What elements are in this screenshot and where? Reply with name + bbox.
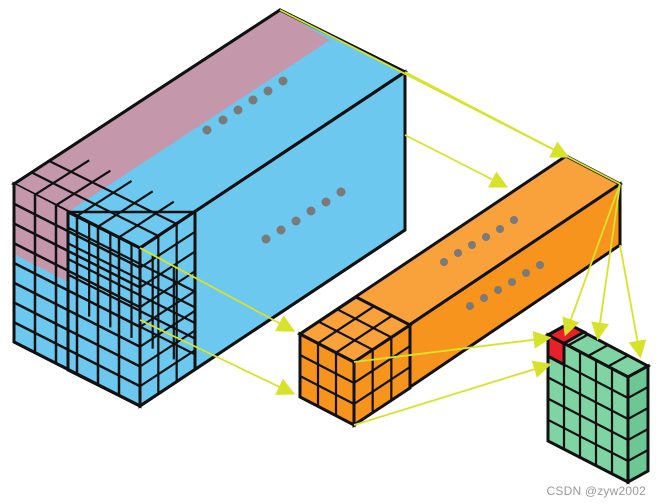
grid-line: [34, 159, 90, 196]
grid-line: [627, 386, 649, 399]
grid-line: [336, 308, 392, 339]
grid-line: [317, 305, 375, 345]
grid-line: [547, 418, 629, 462]
grid-line: [139, 329, 196, 368]
grid-line: [139, 349, 196, 388]
grid-line: [139, 230, 196, 269]
orange-volume: [297, 154, 623, 428]
arrow: [353, 360, 552, 426]
grid-line: [607, 354, 629, 368]
grid-line: [13, 242, 141, 309]
output-feature-map: [544, 322, 652, 485]
grid-line: [13, 301, 141, 368]
grid-line: [13, 202, 141, 269]
grid-line: [547, 397, 629, 441]
grid-line: [31, 171, 159, 237]
grid-line: [13, 321, 141, 388]
grid-line: [587, 344, 609, 357]
grid-line: [627, 449, 649, 462]
large-volume-cube-grid: [31, 159, 197, 409]
grid-line: [118, 200, 175, 239]
large-volume-front-purple: [14, 184, 68, 282]
arrow: [139, 319, 296, 395]
grid-line: [76, 180, 133, 217]
grid-line: [13, 281, 141, 348]
output-front: [546, 332, 630, 485]
grid-line: [139, 309, 196, 348]
orange-volume-cube-grid: [297, 295, 413, 428]
grid-line: [335, 314, 393, 354]
grid-line: [299, 375, 355, 405]
grid-line: [139, 270, 196, 309]
grid-line: [67, 242, 196, 309]
grid-line: [567, 333, 589, 347]
dots-ellipsis-icon: [202, 76, 288, 135]
arrow: [619, 244, 647, 359]
grid-line: [353, 366, 411, 405]
arrow: [404, 134, 509, 188]
large-volume: [11, 8, 408, 409]
grid-line: [139, 290, 196, 328]
grid-line: [67, 258, 196, 324]
grid-line: [55, 169, 111, 207]
grid-line: [547, 376, 629, 420]
projection-arrows: [139, 9, 647, 426]
grid-line: [627, 407, 649, 420]
arrow: [404, 71, 621, 185]
grid-line: [97, 190, 154, 228]
grid-line: [49, 160, 178, 225]
cube-front: [66, 209, 142, 409]
dots-ellipsis-icon: [466, 261, 544, 310]
grid-line: [353, 345, 411, 384]
watermark: CSDN @zyw2002: [546, 484, 646, 498]
dots-ellipsis-icon: [440, 216, 518, 266]
large-volume-top-purple: [14, 10, 330, 212]
grid-line: [318, 320, 374, 351]
grid-line: [67, 226, 196, 293]
grid-line: [139, 250, 196, 289]
output-side: [626, 363, 650, 485]
arrow: [353, 330, 552, 363]
grid-line: [299, 354, 355, 384]
grid-line: [67, 273, 196, 340]
arrow: [139, 247, 296, 332]
arrow: [591, 183, 621, 341]
grid-line: [627, 428, 649, 441]
grid-line: [13, 222, 141, 289]
arrow: [562, 183, 621, 337]
dots-ellipsis-icon: [261, 187, 346, 244]
